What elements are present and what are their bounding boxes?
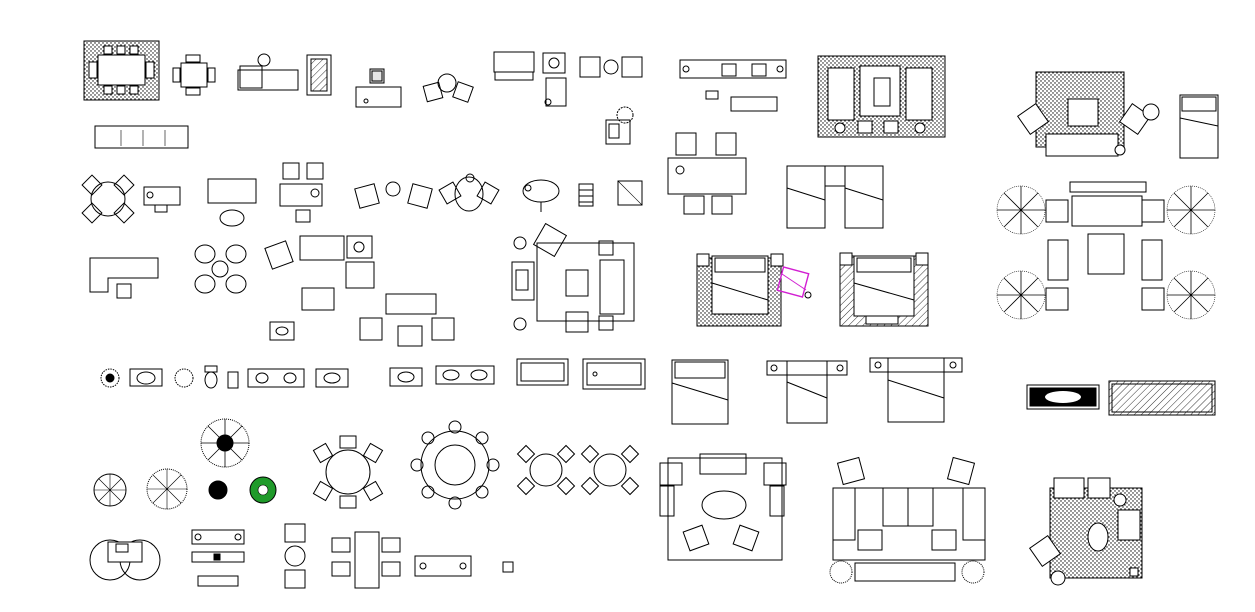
dining-set-rug[interactable]	[83, 40, 160, 101]
rocking-chairs[interactable]	[354, 181, 433, 209]
armchair[interactable]	[617, 180, 643, 206]
chairs-pair[interactable]	[579, 56, 643, 78]
banquet-plan[interactable]	[996, 181, 1216, 320]
toilet[interactable]	[204, 365, 239, 389]
vanity-set[interactable]	[191, 529, 245, 587]
double-bed[interactable]	[839, 252, 929, 327]
sofa-set[interactable]	[493, 51, 567, 107]
living-set-small[interactable]	[264, 235, 375, 341]
round-table-4-pair[interactable]	[516, 444, 640, 496]
single-bed[interactable]	[1179, 94, 1219, 159]
office-desk[interactable]	[667, 132, 747, 215]
round-table-6[interactable]	[312, 435, 384, 509]
desk-set[interactable]	[89, 539, 161, 581]
flower-table[interactable]	[194, 244, 247, 294]
living-plan[interactable]	[829, 456, 986, 584]
round-table-4[interactable]	[81, 174, 181, 224]
shrub-small[interactable]	[100, 368, 120, 388]
dining-table-6[interactable]	[331, 531, 401, 589]
potted-plant[interactable]	[605, 106, 634, 145]
long-sofa[interactable]	[94, 125, 189, 149]
shrub-star[interactable]	[174, 368, 194, 388]
dining-chairs-column[interactable]	[284, 523, 306, 589]
shrub-large[interactable]	[200, 418, 250, 468]
corner-living-plan[interactable]	[1028, 477, 1143, 586]
bed-nightstands-2[interactable]	[766, 360, 848, 424]
side-table-chair[interactable]	[355, 68, 402, 108]
tree-palm[interactable]	[93, 468, 228, 510]
living-room-plan[interactable]	[511, 222, 635, 333]
lounge-chairs[interactable]	[422, 73, 474, 103]
carpet[interactable]	[1108, 380, 1216, 416]
coffee-table-chairs[interactable]	[438, 173, 500, 212]
desk-chair[interactable]	[237, 53, 299, 91]
green-plant[interactable]	[249, 476, 277, 504]
oval-table[interactable]	[522, 179, 560, 212]
sofa-table[interactable]	[207, 178, 257, 227]
twin-beds[interactable]	[786, 165, 884, 229]
sideboard[interactable]	[1026, 384, 1100, 410]
dining-table-4[interactable]	[172, 54, 216, 96]
bedroom-plan[interactable]	[659, 453, 787, 561]
rug[interactable]	[306, 54, 332, 96]
double-bed-rug[interactable]	[696, 253, 784, 327]
washbasin[interactable]	[129, 368, 163, 387]
bathtub[interactable]	[516, 358, 646, 390]
console-table[interactable]	[414, 555, 514, 577]
counter-sinks[interactable]	[247, 365, 495, 388]
stacked-shelf[interactable]	[578, 183, 594, 207]
l-sofa[interactable]	[89, 257, 159, 299]
cabinet[interactable]	[679, 59, 787, 112]
living-room-rug[interactable]	[817, 55, 946, 138]
bed-nightstands-3[interactable]	[869, 357, 963, 423]
armchair-magenta[interactable]	[776, 266, 812, 299]
bed-nightstands-1[interactable]	[671, 359, 729, 425]
lounge-group[interactable]	[359, 293, 455, 347]
corner-sofa-set[interactable]	[1016, 71, 1160, 157]
tea-table[interactable]	[279, 162, 324, 223]
round-table-10[interactable]	[410, 420, 500, 510]
